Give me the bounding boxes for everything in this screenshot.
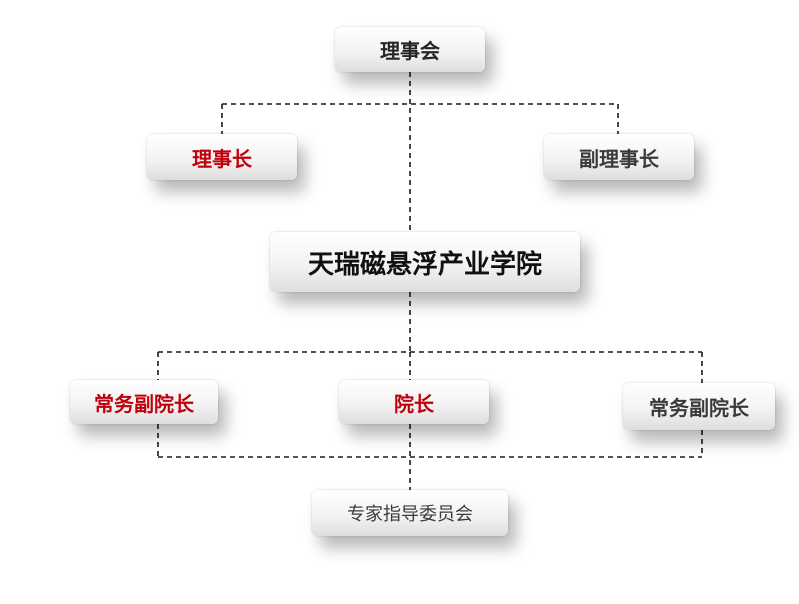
chairman-node: 理事长 bbox=[147, 134, 297, 180]
exec-vice-dean-left-node: 常务副院长 bbox=[70, 380, 218, 424]
exec-vice-dean-right-node: 常务副院长 bbox=[623, 383, 775, 430]
exec-vice-dean-right-label: 常务副院长 bbox=[649, 396, 749, 420]
institute-node: 天瑞磁悬浮产业学院 bbox=[270, 232, 580, 292]
chairman-label: 理事长 bbox=[192, 146, 252, 171]
expert-committee-label: 专家指导委员会 bbox=[347, 504, 473, 525]
vice-chairman-label: 副理事长 bbox=[579, 146, 659, 171]
institute-label: 天瑞磁悬浮产业学院 bbox=[307, 249, 542, 280]
board-label: 理事会 bbox=[380, 39, 440, 63]
vice-chairman-node: 副理事长 bbox=[544, 134, 694, 180]
board-node: 理事会 bbox=[335, 27, 485, 72]
expert-committee-node: 专家指导委员会 bbox=[312, 490, 508, 536]
exec-vice-dean-left-label: 常务副院长 bbox=[94, 391, 194, 416]
dean-label: 院长 bbox=[394, 391, 434, 416]
dean-node: 院长 bbox=[339, 380, 489, 424]
